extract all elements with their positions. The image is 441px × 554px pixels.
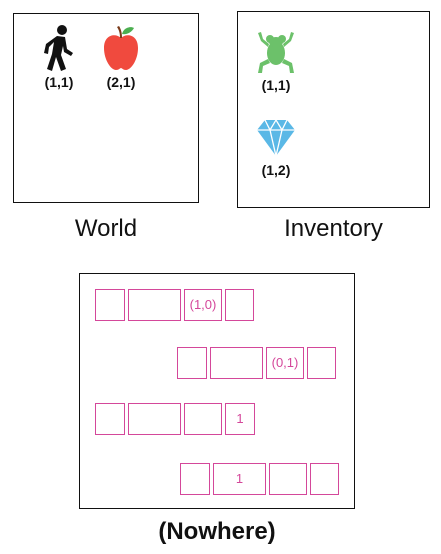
nowhere-panel: (1,0) (0,1) 1 1	[79, 273, 355, 509]
inventory-label: Inventory	[284, 215, 383, 242]
nowhere-cell	[307, 347, 336, 379]
nowhere-cell	[269, 463, 307, 495]
walking-person-icon	[44, 25, 73, 71]
world-item-coord: (2,1)	[106, 74, 136, 90]
nowhere-cell	[184, 403, 222, 435]
nowhere-cell	[95, 403, 125, 435]
nowhere-label: (Nowhere)	[158, 518, 276, 545]
inventory-item-frog[interactable]: (1,1)	[246, 27, 306, 107]
nowhere-cell: (0,1)	[266, 347, 304, 379]
nowhere-cell: (1,0)	[184, 289, 222, 321]
nowhere-cell	[225, 289, 254, 321]
world-item-coord: (1,1)	[44, 74, 74, 90]
diamond-icon	[257, 118, 295, 157]
nowhere-cell	[177, 347, 207, 379]
nowhere-cell	[310, 463, 339, 495]
nowhere-cell	[210, 347, 263, 379]
inventory-item-coord: (1,2)	[261, 162, 291, 178]
nowhere-cell: 1	[225, 403, 255, 435]
world-item-person[interactable]: (1,1)	[29, 24, 89, 104]
apple-icon	[104, 26, 138, 70]
world-item-apple[interactable]: (2,1)	[91, 24, 151, 104]
frog-icon	[258, 32, 294, 73]
world-label: World	[74, 215, 138, 242]
nowhere-cell	[95, 289, 125, 321]
nowhere-cell	[128, 403, 181, 435]
nowhere-cell	[180, 463, 210, 495]
nowhere-cell	[128, 289, 181, 321]
inventory-item-diamond[interactable]: (1,2)	[246, 112, 306, 192]
inventory-item-coord: (1,1)	[261, 77, 291, 93]
inventory-panel: (1,1) (1,2)	[237, 11, 430, 208]
world-panel: (1,1) (2,1)	[13, 13, 199, 203]
nowhere-cell: 1	[213, 463, 266, 495]
